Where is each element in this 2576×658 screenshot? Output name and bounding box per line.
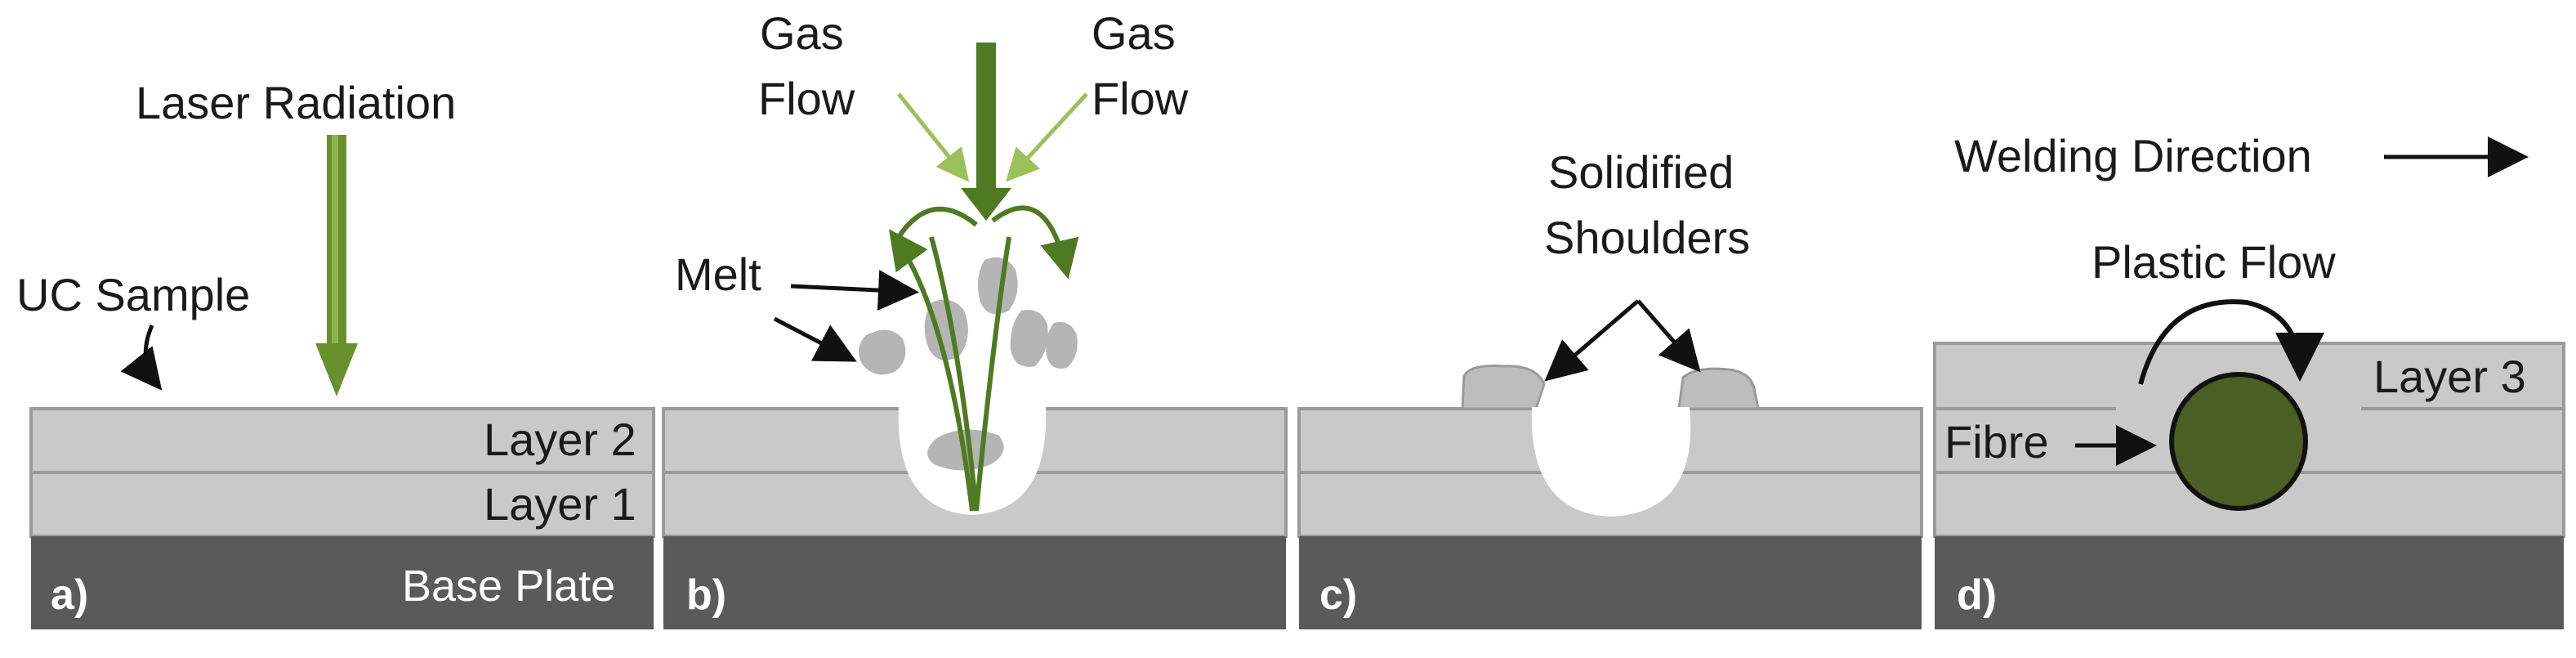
plastic-flow-arrow xyxy=(2138,299,2324,385)
layer-2-label: Layer 2 xyxy=(484,414,636,465)
fibre-label: Fibre xyxy=(1944,416,2049,468)
gas-flow-left-label-2: Flow xyxy=(758,73,855,124)
panel-a-label: a) xyxy=(51,571,88,619)
right-shoulder xyxy=(1677,367,1760,410)
gas-flow-right-arrow xyxy=(1006,92,1088,182)
shoulder-arrow-right xyxy=(1636,299,1701,373)
laser-radiation-label: Laser Radiation xyxy=(136,77,456,128)
welding-direction-label: Welding Direction xyxy=(1954,130,2312,181)
layer-3-label: Layer 3 xyxy=(2373,351,2526,402)
weld-cavity xyxy=(1531,407,1691,517)
laser-arrow xyxy=(315,135,358,396)
panel-b: Gas Flow Gas Flow Melt b) xyxy=(662,7,1288,629)
base-plate xyxy=(31,536,654,629)
panel-c-label: c) xyxy=(1319,571,1357,619)
base-plate xyxy=(663,536,1286,629)
left-shoulder xyxy=(1461,365,1546,410)
layer-1-label: Layer 1 xyxy=(484,478,636,530)
gas-flow-right-label-1: Gas xyxy=(1092,7,1176,59)
fibre xyxy=(2169,372,2308,511)
panel-d-label: d) xyxy=(1957,571,1997,619)
panel-d: Welding Direction Plastic Flow Layer 3 F… xyxy=(1933,130,2565,629)
layer-2 xyxy=(29,407,655,474)
shoulder-arrow-left xyxy=(1544,299,1640,382)
panel-a: Laser Radiation UC Sample Layer 2 Layer … xyxy=(16,77,655,629)
uc-sample-arrow xyxy=(120,325,163,391)
base-plate xyxy=(1935,536,2564,629)
base-plate-label: Base Plate xyxy=(402,562,615,611)
melt-arrow-1 xyxy=(790,270,919,311)
gas-flow-right-label-2: Flow xyxy=(1092,73,1189,124)
uc-sample-label: UC Sample xyxy=(16,269,250,320)
melt-label: Melt xyxy=(675,248,761,300)
panel-b-label: b) xyxy=(686,571,726,619)
gas-flow-left-arrow xyxy=(897,92,970,182)
laser-arrow xyxy=(961,43,1011,221)
vapour-plume xyxy=(888,205,1079,512)
solidified-label-1: Solidified xyxy=(1548,146,1734,198)
base-plate xyxy=(1299,536,1922,629)
gas-flow-left-label-1: Gas xyxy=(760,7,844,59)
layer-1 xyxy=(29,471,655,538)
solidified-label-2: Shoulders xyxy=(1544,212,1750,263)
panel-c: Solidified Shoulders c) xyxy=(1297,146,1923,629)
melt-arrow-2 xyxy=(773,316,857,362)
plastic-flow-label: Plastic Flow xyxy=(2092,236,2336,288)
